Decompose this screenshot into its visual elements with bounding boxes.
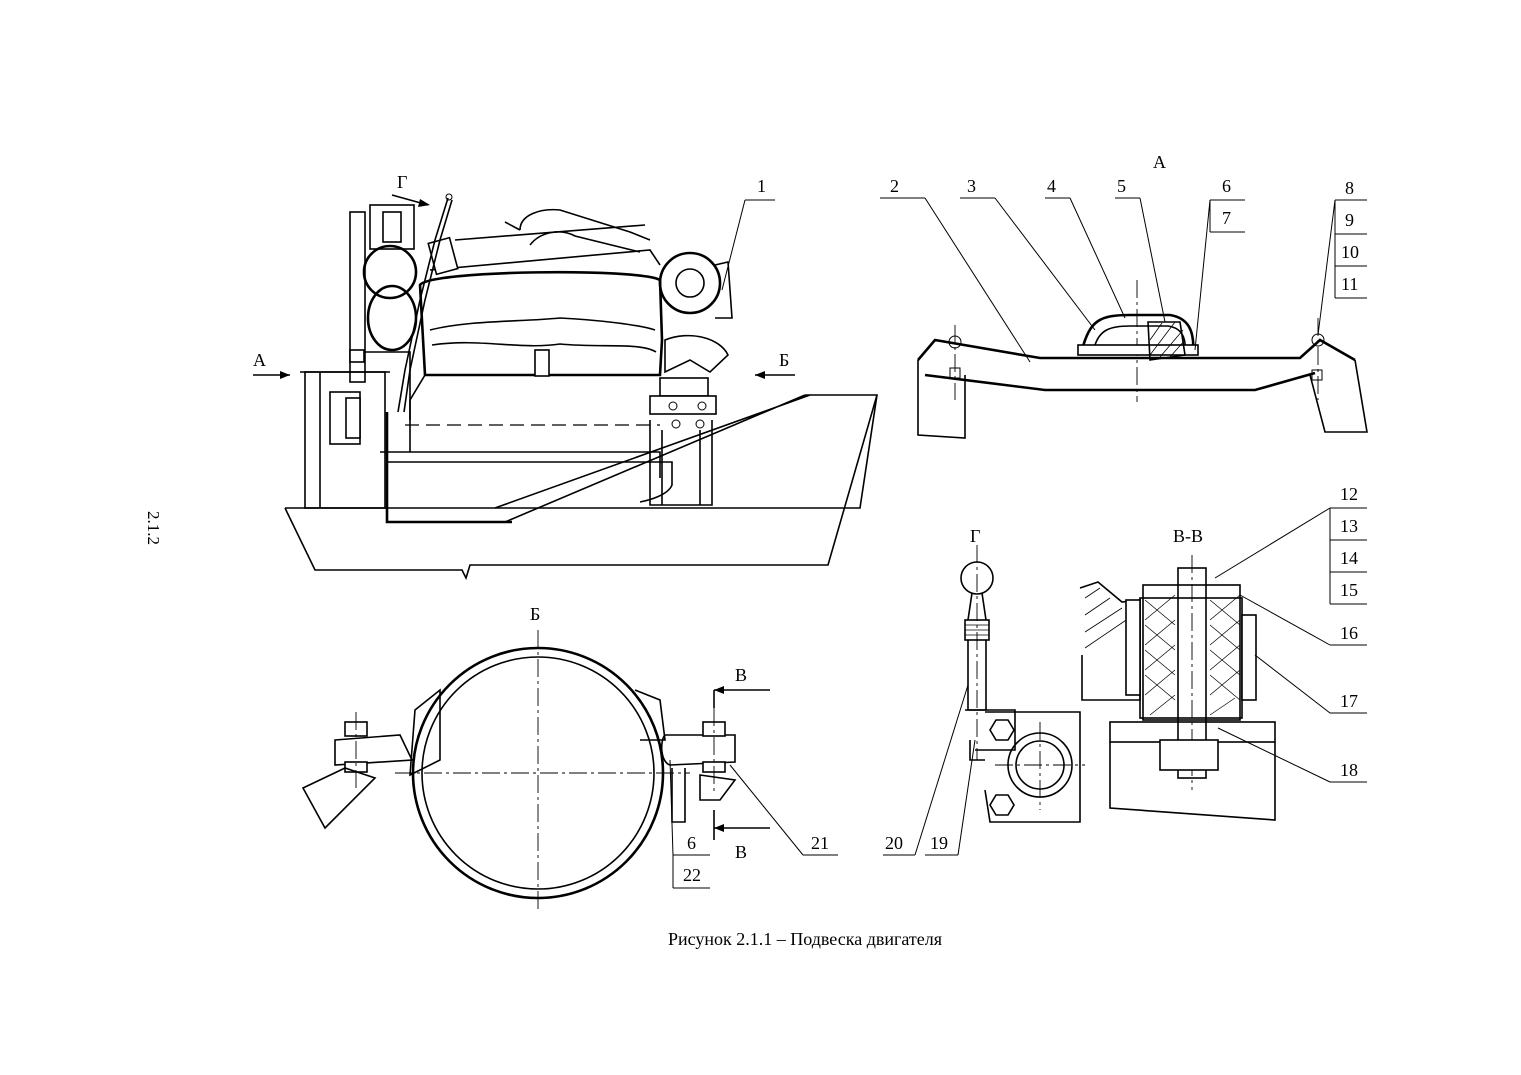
callout-10: 10 bbox=[1341, 242, 1359, 262]
callout-7: 7 bbox=[1222, 208, 1231, 228]
view-label-g-arrow: Г bbox=[397, 172, 407, 192]
view-g bbox=[883, 545, 1085, 856]
callout-20: 20 bbox=[885, 833, 903, 853]
section-label-v-top: В bbox=[735, 665, 747, 685]
section-label-v-bottom: В bbox=[735, 842, 747, 862]
callout-17: 17 bbox=[1340, 691, 1358, 711]
callout-18: 18 bbox=[1340, 760, 1358, 780]
callout-13: 13 bbox=[1340, 516, 1358, 536]
view-label-a-arrow: А bbox=[253, 350, 266, 370]
section-label-v-v: В-В bbox=[1173, 526, 1203, 546]
callout-9: 9 bbox=[1345, 210, 1354, 230]
callout-19: 19 bbox=[930, 833, 948, 853]
callout-3: 3 bbox=[967, 176, 976, 196]
callout-1: 1 bbox=[757, 176, 766, 196]
callout-4: 4 bbox=[1047, 176, 1056, 196]
callout-12: 12 bbox=[1340, 484, 1358, 504]
callout-21: 21 bbox=[811, 833, 829, 853]
callout-14: 14 bbox=[1340, 548, 1358, 568]
view-a bbox=[880, 197, 1368, 439]
callout-22: 22 bbox=[683, 865, 701, 885]
view-labels: А А Б Г Б Г В-В В В bbox=[253, 152, 1203, 862]
callout-11: 11 bbox=[1341, 274, 1358, 294]
view-label-a-top: А bbox=[1153, 152, 1166, 172]
engine-side-view bbox=[253, 193, 878, 581]
figure-caption: Рисунок 2.1.1 – Подвеска двигателя bbox=[668, 929, 943, 949]
callout-numbers: 1 2 3 4 5 6 7 8 9 10 11 12 13 14 15 16 1… bbox=[683, 176, 1359, 885]
callout-6-top: 6 bbox=[1222, 176, 1231, 196]
view-b bbox=[301, 630, 838, 910]
callout-6-bottom: 6 bbox=[687, 833, 696, 853]
callout-8: 8 bbox=[1345, 178, 1354, 198]
view-label-b: Б bbox=[530, 604, 540, 624]
page-number: 2.1.2 bbox=[144, 511, 163, 545]
view-label-g: Г bbox=[970, 526, 980, 546]
section-v-v bbox=[1079, 507, 1367, 821]
callout-2: 2 bbox=[890, 176, 899, 196]
callout-15: 15 bbox=[1340, 580, 1358, 600]
view-label-b-arrow: Б bbox=[779, 350, 789, 370]
callout-5: 5 bbox=[1117, 176, 1126, 196]
callout-16: 16 bbox=[1340, 623, 1358, 643]
